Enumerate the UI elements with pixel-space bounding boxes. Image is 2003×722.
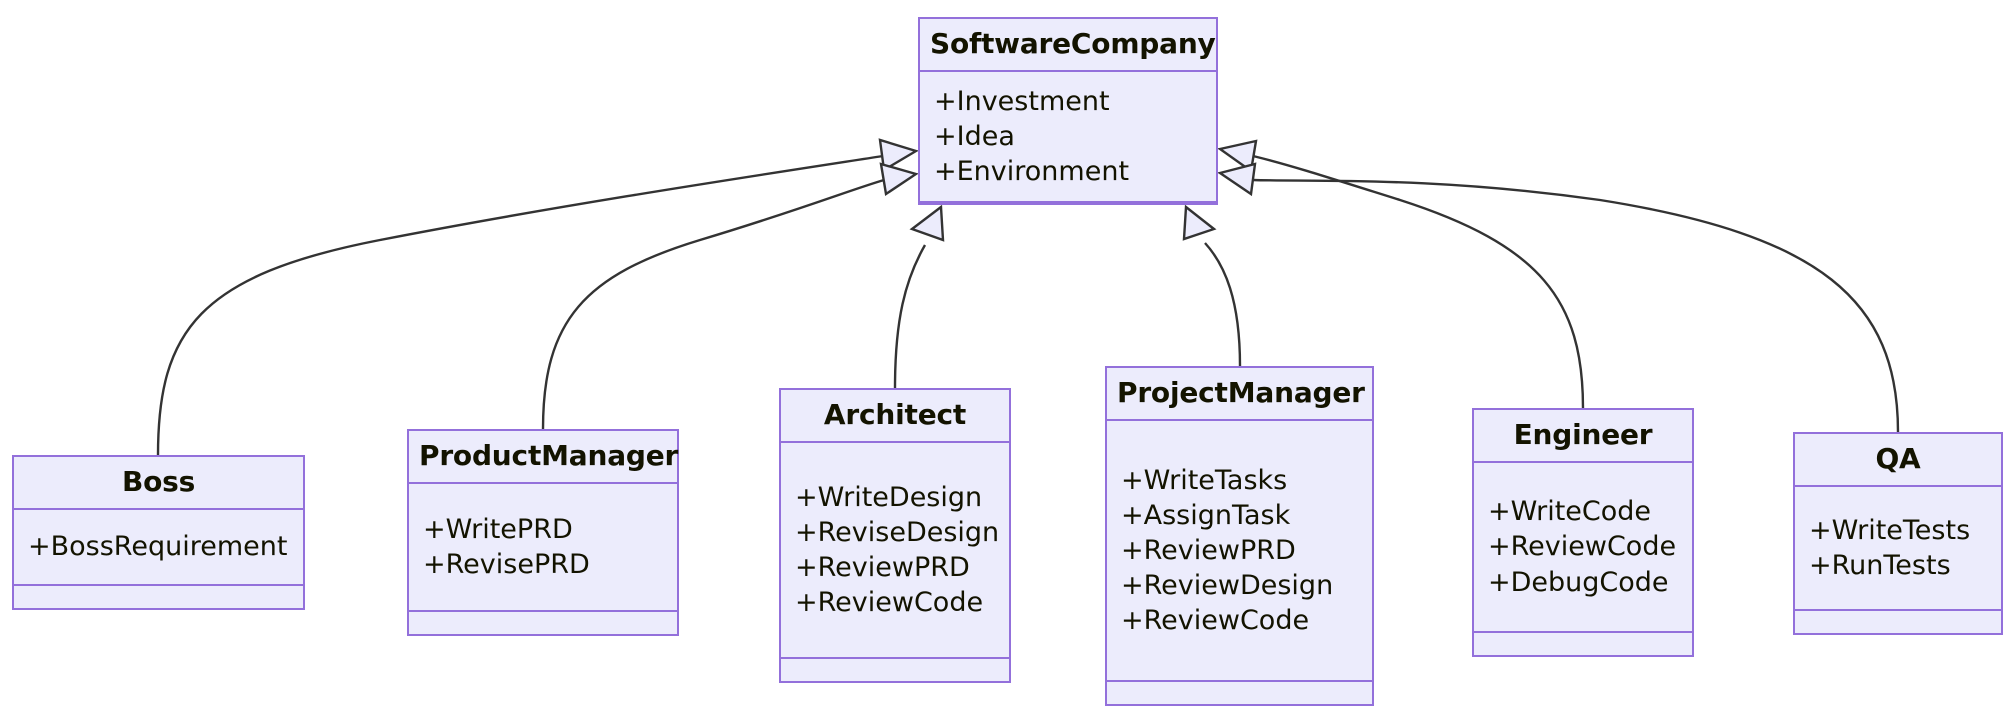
member-line: +ReviewCode <box>1488 531 1677 563</box>
member-line: +Environment <box>934 156 1130 188</box>
class-members-boss: +BossRequirement <box>14 510 303 586</box>
member-line: +WritePRD <box>423 513 573 545</box>
class-box-qa[interactable]: QA +WriteTests +RunTests <box>1793 432 2003 635</box>
member-line: +DebugCode <box>1488 566 1669 598</box>
member-line: +RunTests <box>1809 550 1951 581</box>
edge-project-manager-to-company <box>1182 204 1242 367</box>
member-line: +Idea <box>934 121 1015 153</box>
member-line: +Investment <box>934 86 1110 117</box>
member-line: +ReviseDesign <box>795 516 1000 548</box>
member-line: +ReviewPRD <box>1121 534 1296 566</box>
class-methods-boss <box>14 586 303 608</box>
class-methods-engineer <box>1474 633 1692 655</box>
class-members-qa: +WriteTests +RunTests <box>1795 487 2001 611</box>
class-title-boss: Boss <box>14 457 303 510</box>
member-line: +BossRequirement <box>28 531 288 563</box>
member-line: +WriteCode <box>1488 496 1652 528</box>
class-methods-architect <box>781 659 1009 681</box>
class-title-software-company: SoftwareCompany <box>920 19 1216 72</box>
class-box-boss[interactable]: Boss +BossRequirement <box>12 455 305 610</box>
class-methods-project-manager <box>1107 682 1372 704</box>
class-members-architect: +WriteDesign +ReviseDesign +ReviewPRD +R… <box>781 443 1009 659</box>
edge-architect-to-company <box>893 204 945 389</box>
class-box-product-manager[interactable]: ProductManager +WritePRD +RevisePRD <box>407 429 679 636</box>
member-line: +ReviewDesign <box>1121 570 1334 602</box>
class-methods-software-company <box>920 203 1216 225</box>
class-methods-product-manager <box>409 612 677 634</box>
class-box-engineer[interactable]: Engineer +WriteCode +ReviewCode +DebugCo… <box>1472 408 1694 657</box>
member-line: +WriteDesign <box>795 481 983 513</box>
member-line: +ReviewPRD <box>795 552 970 583</box>
class-members-product-manager: +WritePRD +RevisePRD <box>409 484 677 612</box>
class-members-project-manager: +WriteTasks +AssignTask +ReviewPRD +Revi… <box>1107 421 1372 682</box>
member-line: +ReviewCode <box>1121 605 1310 637</box>
class-title-engineer: Engineer <box>1474 410 1692 463</box>
class-box-architect[interactable]: Architect +WriteDesign +ReviseDesign +Re… <box>779 388 1011 683</box>
class-title-project-manager: ProjectManager <box>1107 368 1372 421</box>
class-members-engineer: +WriteCode +ReviewCode +DebugCode <box>1474 463 1692 633</box>
class-title-product-manager: ProductManager <box>409 431 678 484</box>
member-line: +ReviewCode <box>795 587 984 619</box>
class-members-software-company: +Investment +Idea +Environment <box>920 72 1216 204</box>
class-methods-qa <box>1795 611 2001 633</box>
class-title-qa: QA <box>1795 434 2001 487</box>
member-line: +WriteTests <box>1809 514 1971 546</box>
member-line: +AssignTask <box>1121 499 1291 531</box>
member-line: +WriteTasks <box>1121 464 1288 496</box>
class-box-software-company[interactable]: SoftwareCompany +Investment +Idea +Envir… <box>918 17 1218 205</box>
class-box-project-manager[interactable]: ProjectManager +WriteTasks +AssignTask +… <box>1105 366 1374 706</box>
member-line: +RevisePRD <box>423 549 590 580</box>
class-title-architect: Architect <box>781 390 1009 443</box>
